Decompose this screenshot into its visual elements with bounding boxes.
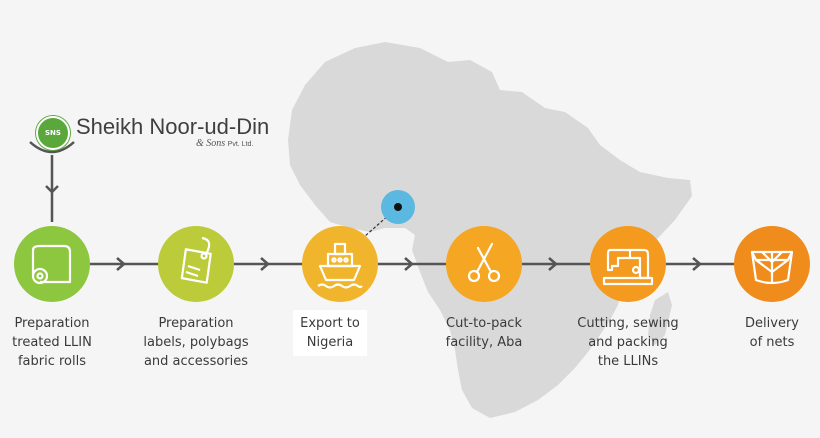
company-pvt: Pvt. Ltd.: [227, 141, 254, 148]
company-suffix: & Sons Pvt. Ltd.: [196, 138, 253, 149]
connector-4-5: [522, 257, 592, 271]
step-3-label: Export to Nigeria: [293, 310, 367, 356]
sewing-machine-icon: [602, 248, 654, 286]
step-4-circle: [446, 226, 522, 302]
fabric-roll-icon: [31, 244, 72, 285]
company-name: Sheikh Noor-ud-Din: [76, 114, 270, 139]
step-1-label: Preparation treated LLIN fabric rolls: [12, 316, 92, 369]
connector-1-2: [90, 257, 160, 271]
ship-icon: [317, 242, 363, 289]
madagascar-map: [648, 292, 672, 345]
logo-badge: SNS: [36, 116, 70, 150]
scissors-icon: [467, 242, 501, 283]
step-5-circle: [590, 226, 666, 302]
step-1-circle: [14, 226, 90, 302]
company-sons: & Sons: [196, 138, 226, 149]
step-2-circle: [158, 226, 234, 302]
logo-bracket: [29, 141, 75, 154]
net-icon: [750, 250, 794, 285]
step-5-label: Cutting, sewing and packing the LLINs: [577, 316, 679, 369]
connector-3-4: [378, 257, 448, 271]
step-3-circle: [302, 226, 378, 302]
step-4-label: Cut-to-pack facility, Aba: [445, 316, 523, 350]
step-2-label: Preparation labels, polybags and accesso…: [143, 316, 249, 369]
tag-icon: [180, 236, 212, 284]
connector-5-6: [666, 257, 736, 271]
step-6-label: Delivery of nets: [745, 316, 799, 350]
connector-2-3: [234, 257, 304, 271]
nigeria-marker-dot: [394, 203, 402, 211]
logo-connector-chevron: [45, 185, 59, 194]
